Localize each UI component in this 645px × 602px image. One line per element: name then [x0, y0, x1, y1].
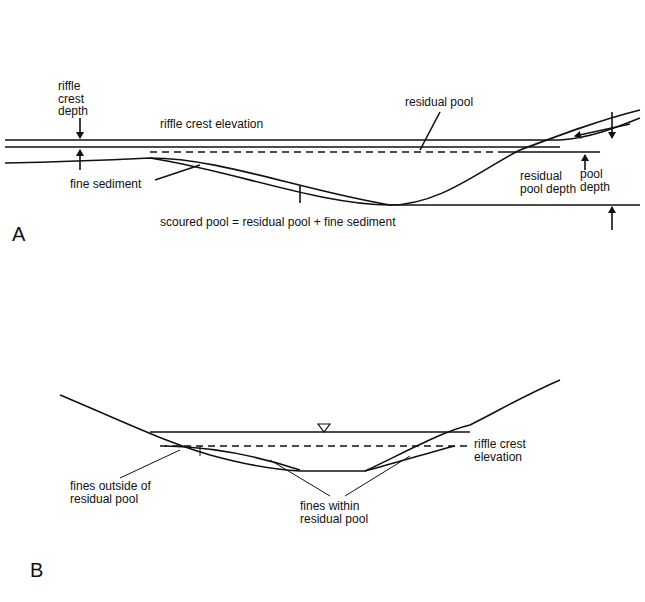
panel-letter: A — [12, 224, 42, 245]
depth-label: pool depth — [580, 168, 612, 193]
equation-label: scoured pool = residual pool + fine sedi… — [160, 216, 480, 229]
fines-label: fines within residual pool — [300, 500, 390, 525]
depth-label: riffle crest depth — [58, 80, 108, 118]
depth-label: residual pool depth — [520, 170, 580, 195]
sediment-label: fine sediment — [70, 178, 160, 191]
fines-label: fines outside of residual pool — [70, 480, 180, 505]
elevation-label: riffle crest elevation — [160, 118, 310, 131]
elevation-label: riffle crest elevation — [474, 438, 554, 463]
panel-letter: B — [30, 560, 60, 581]
region-label: residual pool — [405, 96, 515, 109]
